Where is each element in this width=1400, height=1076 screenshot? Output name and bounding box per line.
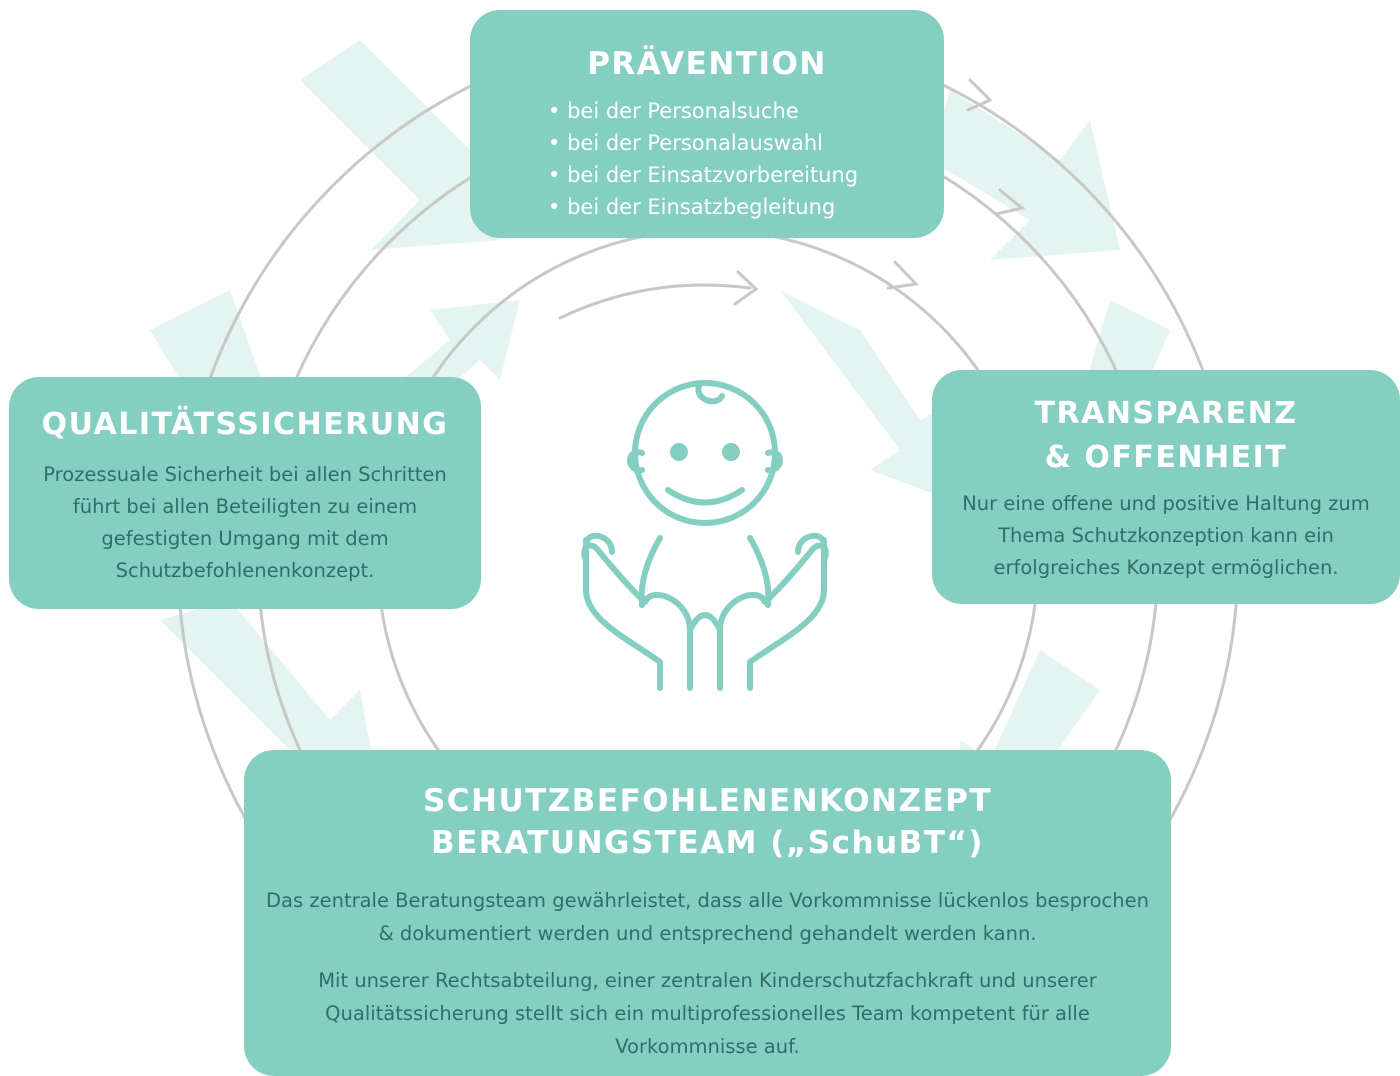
left-eye (670, 443, 688, 461)
arrow-shape-inner-right (780, 290, 960, 500)
schubt-box: SCHUTZBEFOHLENENKONZEPT BERATUNGSTEAM („… (244, 750, 1171, 1076)
qualitaetssicherung-text: Prozessuale Sicherheit bei allen Schritt… (43, 463, 447, 582)
praevention-box: PRÄVENTION bei der Personalsuche bei der… (470, 10, 944, 238)
schubt-title-line1: SCHUTZBEFOHLENENKONZEPT (422, 783, 993, 819)
praevention-list: bei der Personalsuche bei der Personalau… (470, 95, 944, 223)
arrow-shape-top-right (930, 90, 1120, 260)
schubt-paragraph-2: Mit unserer Rechtsabteilung, einer zentr… (318, 969, 1097, 1058)
qualitaetssicherung-title: QUALITÄTSSICHERUNG (41, 407, 449, 442)
qualitaetssicherung-box: QUALITÄTSSICHERUNG Prozessuale Sicherhei… (9, 377, 481, 609)
praevention-title: PRÄVENTION (587, 46, 827, 82)
praevention-list-item: bei der Personalauswahl (548, 127, 944, 159)
right-eye (722, 443, 740, 461)
transparenz-text: Nur eine offene und positive Haltung zum… (962, 492, 1370, 579)
transparenz-title-line2: & OFFENHEIT (1044, 440, 1288, 475)
arrow-shape-top-left (300, 40, 520, 250)
praevention-list-item: bei der Einsatzvorbereitung (548, 159, 944, 191)
schubt-title-line2: BERATUNGSTEAM („SchuBT“) (431, 825, 984, 861)
flow-arrows (558, 78, 1026, 320)
transparenz-title: TRANSPARENZ & OFFENHEIT (942, 392, 1390, 480)
schubt-paragraph-1: Das zentrale Beratungsteam gewährleistet… (266, 889, 1149, 945)
praevention-list-item: bei der Einsatzbegleitung (548, 191, 944, 223)
schubt-title: SCHUTZBEFOHLENENKONZEPT BERATUNGSTEAM („… (264, 780, 1151, 864)
transparenz-title-line1: TRANSPARENZ (1034, 396, 1298, 431)
praevention-list-item: bei der Personalsuche (548, 95, 944, 127)
baby-in-hands-icon (581, 380, 829, 691)
transparenz-box: TRANSPARENZ & OFFENHEIT Nur eine offene … (932, 370, 1400, 604)
